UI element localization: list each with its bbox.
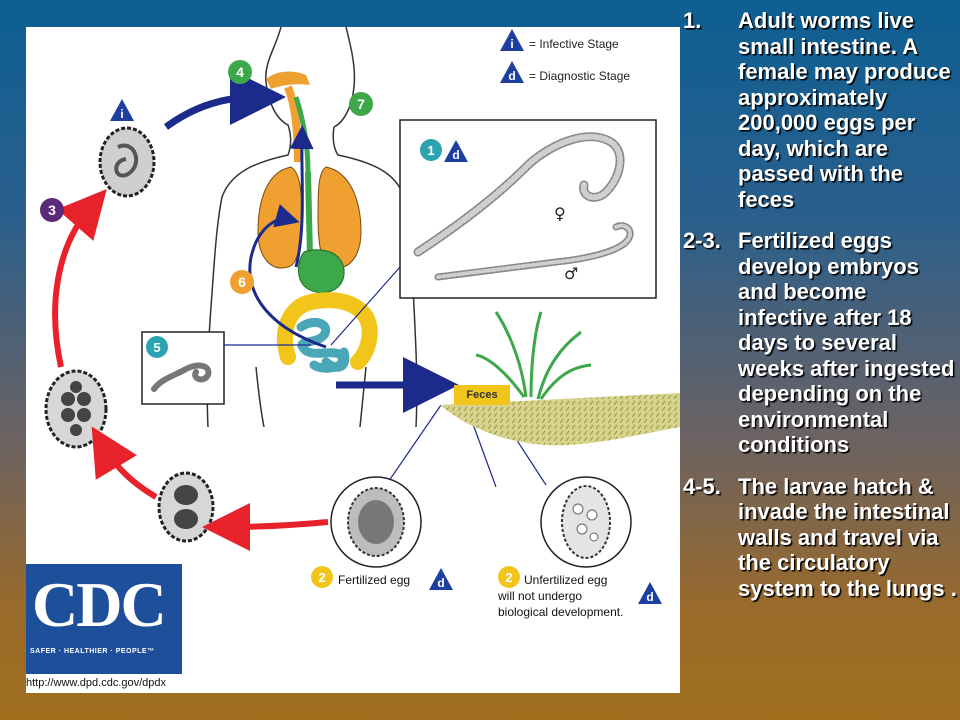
stomach	[298, 171, 345, 294]
note-item: 2-3. Fertilized eggs develop embryos and…	[683, 228, 958, 458]
small-intestine	[296, 318, 350, 373]
unfertilized-egg-caption-line1: Unfertilized egg	[524, 573, 608, 587]
life-cycle-diagram: ♀ ♂	[40, 27, 680, 604]
stage-3-number: 3	[48, 202, 56, 218]
cdc-logo: CDC	[32, 569, 167, 640]
cdc-tagline: SAFER · HEALTHIER · PEOPLE™	[30, 648, 155, 655]
legend-diagnostic-label: = Diagnostic Stage	[529, 69, 631, 83]
fertilized-egg-illustration	[330, 476, 422, 568]
legend-diagnostic-symbol: d	[508, 69, 515, 83]
note-text: Adult worms live small intestine. A fema…	[738, 8, 951, 212]
source-url: http://www.dpd.cdc.gov/dpdx	[26, 677, 167, 689]
large-intestine	[277, 292, 378, 370]
migration-arrows	[248, 125, 327, 349]
cycle-arrows-navy	[163, 69, 459, 413]
note-number: 2-3.	[683, 228, 721, 253]
infective-triangle-stage3-symbol: i	[120, 107, 123, 121]
note-text: The larvae hatch & invade the intestinal…	[738, 473, 957, 601]
cdc-logo-box: CDC SAFER · HEALTHIER · PEOPLE™	[26, 564, 182, 674]
stage-2-number-unfertilized: 2	[505, 570, 512, 585]
fertilized-egg-caption: Fertilized egg	[338, 573, 411, 587]
note-text: Fertilized eggs develop embryos and beco…	[738, 228, 955, 457]
stage-number-circles: 4 7 3 6 1 5 2 2	[40, 60, 520, 588]
lungs	[257, 166, 362, 269]
stage-markers: i d i d d d	[110, 29, 662, 604]
stage-2-number-fertilized: 2	[318, 570, 325, 585]
stage-4-number: 4	[236, 64, 244, 80]
egg-stage-3	[98, 126, 156, 198]
note-number: 4-5.	[683, 473, 721, 499]
male-symbol: ♂	[564, 264, 578, 283]
legend-infective-triangle	[500, 29, 524, 51]
diagnostic-triangle-fertilized	[429, 568, 453, 590]
unfertilized-egg-caption-line2: will not undergo	[498, 589, 583, 603]
adult-worms-panel	[399, 119, 657, 299]
diagnostic-triangle-stage1-symbol: d	[452, 148, 459, 162]
stage-6-number: 6	[238, 274, 246, 290]
diagnostic-triangle-fertilized-symbol: d	[437, 576, 444, 590]
note-item: 1. Adult worms live small intestine. A f…	[683, 8, 958, 212]
diagnostic-triangle-unfertilized	[638, 582, 662, 604]
diagnostic-triangle-unfertilized-symbol: d	[646, 590, 653, 604]
stage-1-number: 1	[427, 143, 434, 158]
female-symbol: ♀	[554, 204, 566, 223]
life-cycle-figure: ♀ ♂	[26, 27, 680, 693]
egg-stage-two-cells	[157, 471, 215, 543]
note-number: 1.	[683, 8, 702, 33]
notes-panel: 1. Adult worms live small intestine. A f…	[683, 8, 958, 617]
legend-diagnostic-triangle	[500, 61, 524, 83]
stage-5-number: 5	[153, 340, 160, 355]
note-item: 4-5. The larvae hatch & invade the intes…	[683, 474, 958, 602]
feces-label: Feces	[454, 385, 510, 405]
infective-triangle-stage3	[110, 99, 134, 121]
egg-stage-many-cells	[44, 369, 108, 449]
ground-soil	[440, 311, 680, 446]
diagnostic-triangle-stage1	[444, 140, 468, 162]
unfertilized-egg-illustration	[540, 476, 632, 568]
legend-infective-label: = Infective Stage	[529, 37, 619, 51]
legend-infective-symbol: i	[510, 37, 513, 51]
unfertilized-egg-caption-line3: biological development.	[498, 605, 624, 619]
stage-7-number: 7	[357, 96, 365, 112]
cycle-arrows-red	[52, 188, 329, 551]
